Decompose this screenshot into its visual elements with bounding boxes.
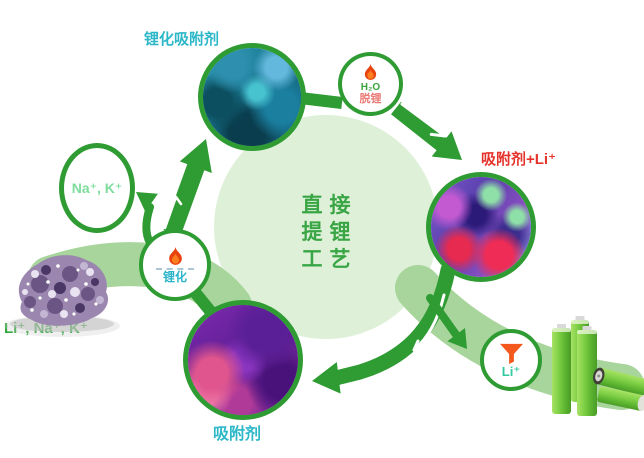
adsorbent-with-li-label: 吸附剂+Li⁺	[481, 151, 557, 168]
lithium-ore-rock	[4, 255, 120, 337]
funnel-icon	[499, 343, 523, 365]
adsorbent-micrograph	[188, 305, 298, 415]
arrow-right-to-bottom-inner	[412, 293, 446, 352]
adsorbent-with-li-micrograph	[431, 177, 531, 277]
battery-icon	[552, 316, 644, 416]
node-adsorbent-with-li-image	[426, 172, 536, 282]
battery-lying-front	[593, 367, 644, 396]
arrow-to-funnel-head	[447, 328, 467, 349]
delithiation-label: 脱锂	[359, 93, 382, 105]
arrow-delith-right	[391, 101, 462, 160]
dashed-divider	[156, 268, 194, 270]
delithiation-formula: H₂O	[360, 82, 381, 93]
flame-icon	[168, 247, 182, 265]
arrow-to-nak-head	[136, 192, 158, 212]
center-circle	[214, 115, 438, 339]
node-adsorbent-image	[183, 300, 303, 420]
node-lithiation: 锂化	[139, 229, 211, 301]
node-na-k: Na⁺, K⁺	[59, 143, 135, 233]
arrow-to-funnel	[426, 294, 461, 340]
na-k-label: Na⁺, K⁺	[71, 179, 123, 196]
center-title-line2: 提锂	[301, 221, 358, 244]
node-lithiated-adsorbent-image	[198, 43, 306, 151]
center-title-line3: 工艺	[301, 248, 358, 271]
arrow-lithiation-up	[163, 139, 212, 237]
lithiated-adsorbent-label: 锂化吸附剂	[144, 31, 220, 48]
li-extract-label: Li⁺	[501, 364, 521, 379]
connector-top-delith	[299, 92, 343, 109]
center-title: 直接 提锂 工艺	[256, 192, 396, 273]
node-delithiation: H₂O 脱锂	[338, 52, 403, 116]
flame-icon	[364, 64, 377, 80]
adsorbent-label: 吸附剂	[213, 426, 262, 443]
node-li-extract: Li⁺	[480, 329, 542, 391]
center-title-line1: 直接	[301, 194, 358, 217]
battery-standing-front	[577, 326, 597, 416]
lithiation-label: 锂化	[162, 270, 187, 284]
lithiated-adsorbent-micrograph	[203, 48, 301, 146]
arrow-right-to-bottom-head	[312, 362, 341, 394]
battery-standing-left	[552, 324, 571, 414]
battery-lying-back	[597, 386, 644, 412]
arrow-delith-right-inner	[400, 102, 447, 138]
arrow-lithiation-up-inner	[163, 195, 183, 230]
